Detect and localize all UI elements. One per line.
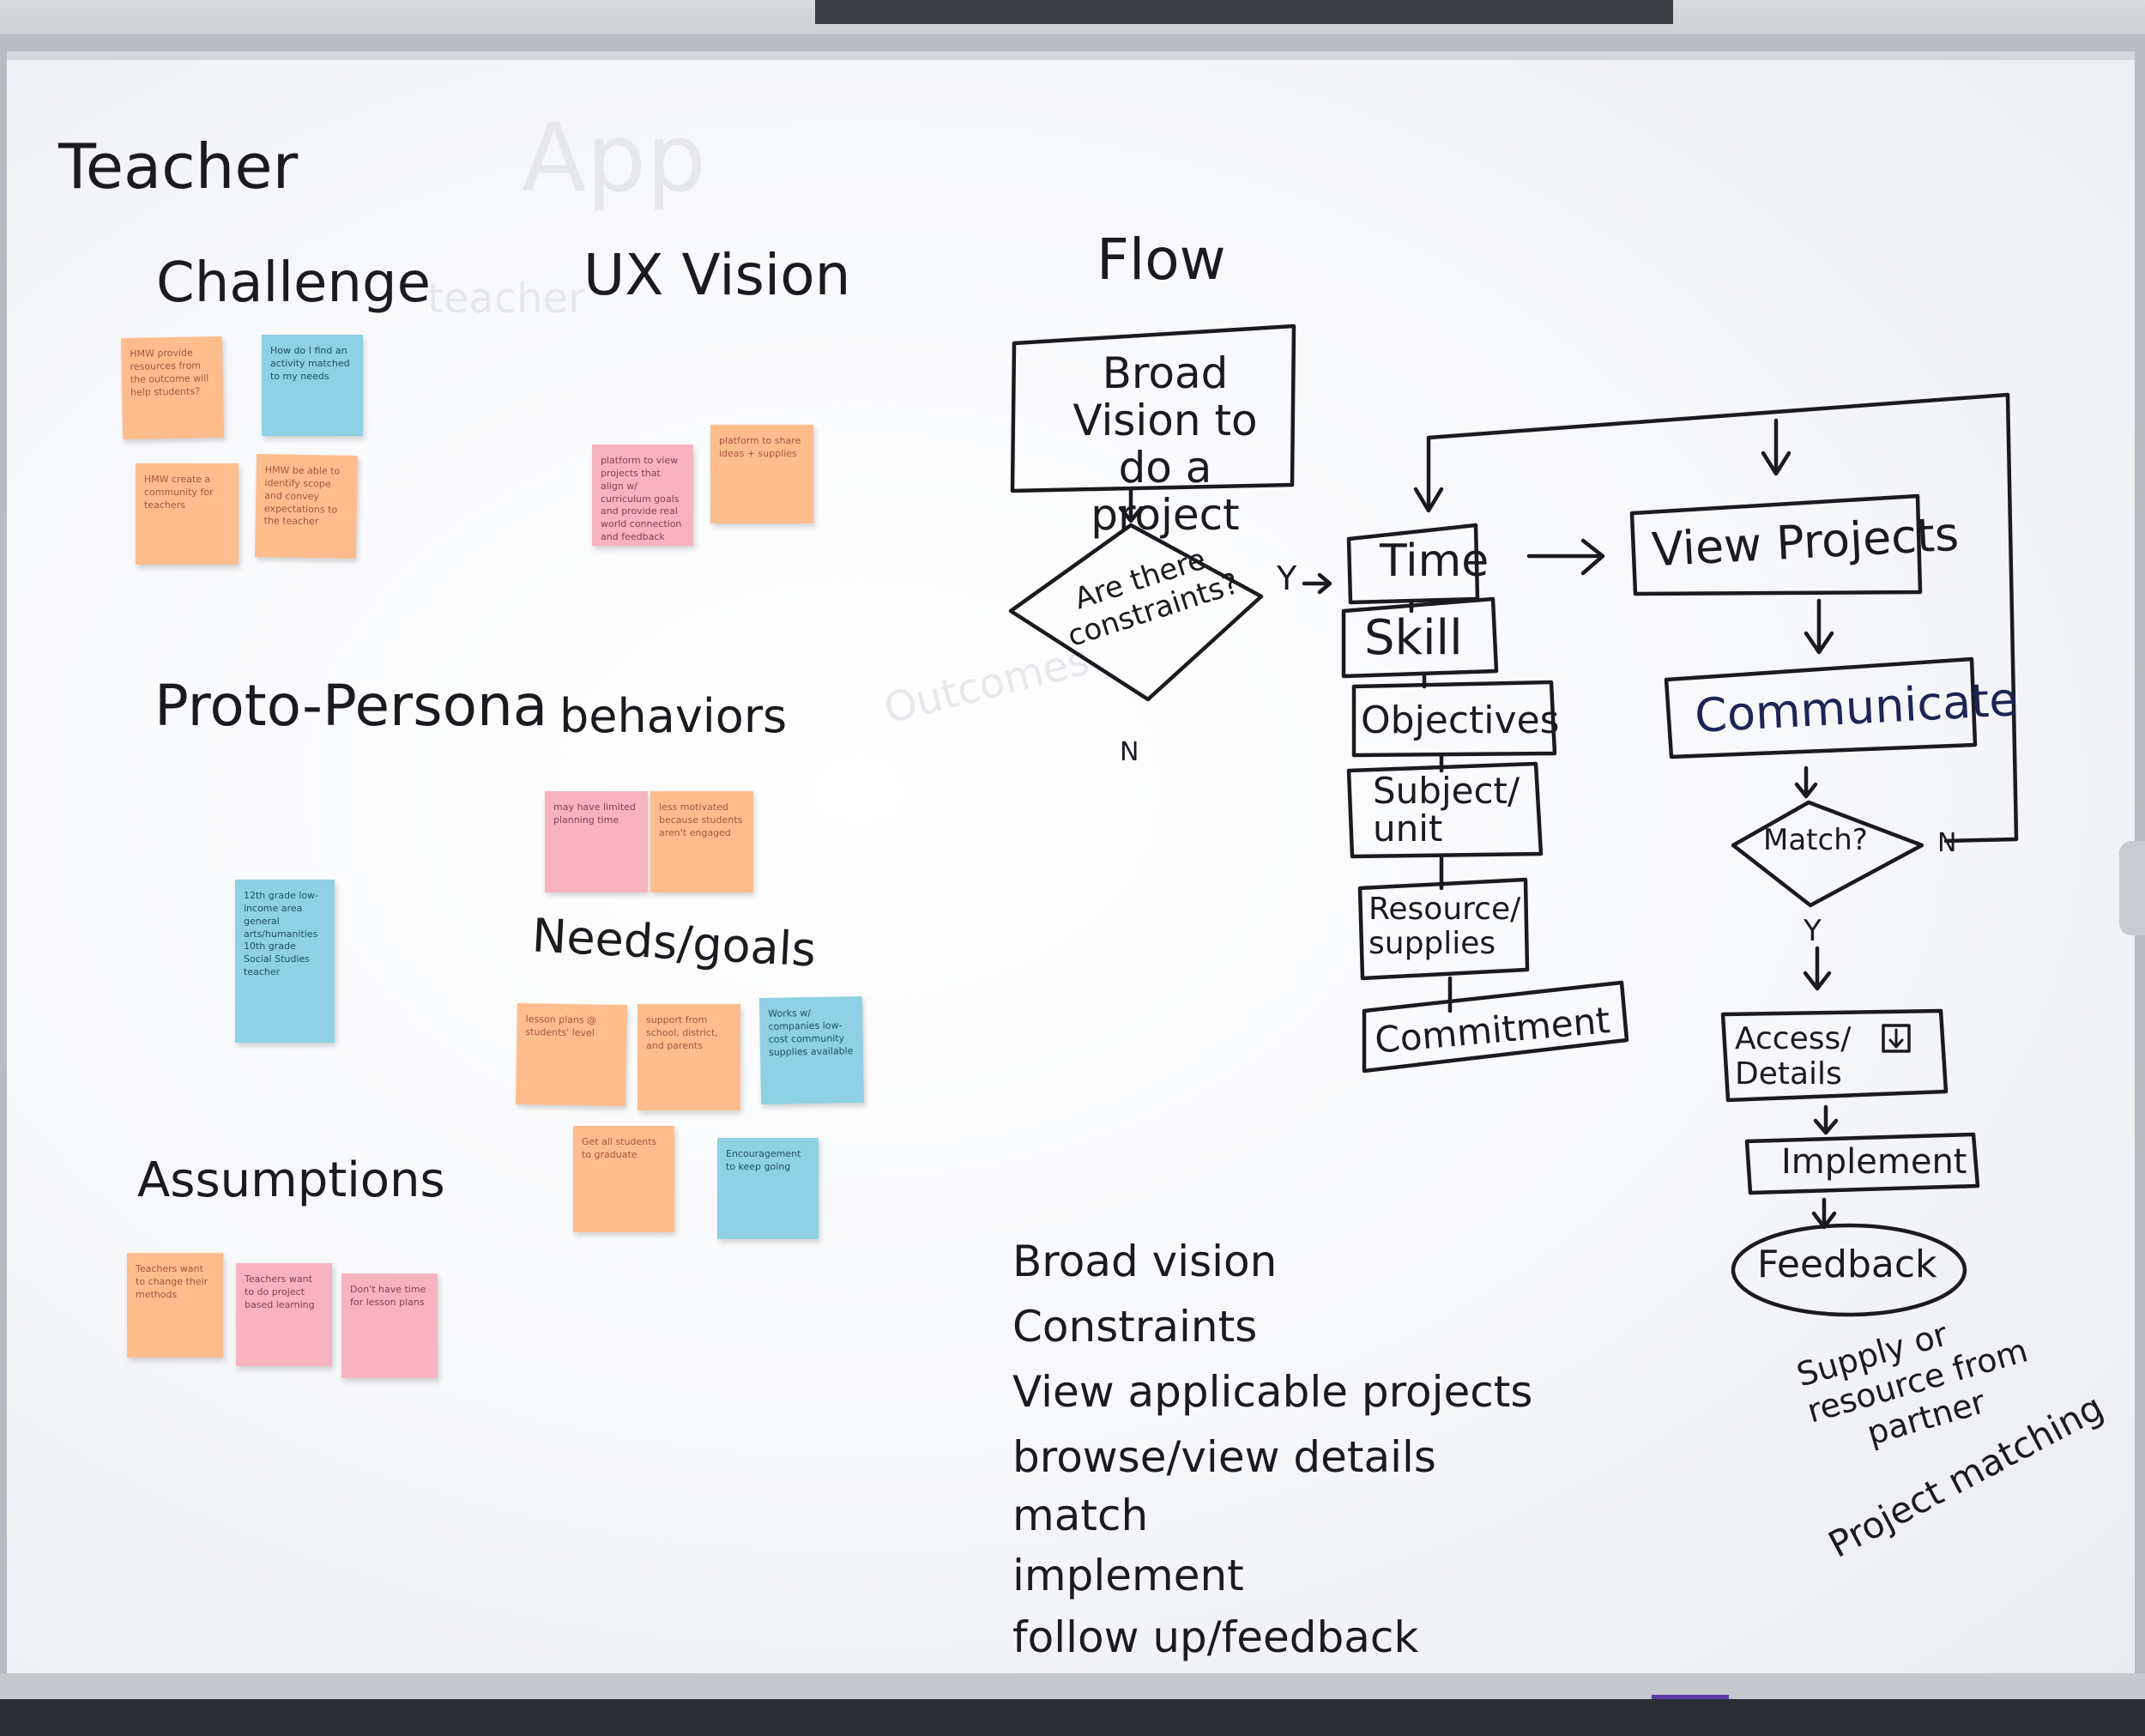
implement-label: Implement [1781,1142,1967,1182]
arrow [1811,1197,1837,1230]
constraint-subject: Subject/ unit [1373,770,1520,850]
commitment-box [1362,980,1629,1074]
constraint-resource: Resource/ supplies [1369,892,1521,961]
heading-flow: Flow [1097,227,1226,293]
sticky-note-challenge-3: HMW create a community for teachers [136,463,239,565]
board-title: Teacher [58,130,299,203]
heading-assumptions: Assumptions [137,1152,445,1208]
sticky-note-need-2: support from school, district, and paren… [637,1004,740,1110]
access-label: Access/ Details [1735,1021,1852,1092]
loop-line [1426,392,2019,844]
communicate-box [1664,656,1978,759]
arrow [1794,765,1818,799]
view-projects-box [1629,493,1923,596]
match-no-label: N [1937,828,1957,858]
step-list: Broad vision Constraints View applicable… [1012,1240,1532,1659]
heading-challenge: Challenge [156,251,431,315]
sticky-note-persona: 12th grade low-income area general arts/… [235,880,335,1043]
constraint-objectives: Objectives [1361,699,1560,742]
arrow [1118,488,1144,523]
start-box [1010,324,1296,493]
sticky-note-assumption-1: Teachers want to change their methods [127,1253,223,1358]
sticky-note-vision-1: platform to view projects that align w/ … [592,445,693,546]
ceiling-light [815,0,1673,24]
feedback-label: Feedback [1757,1243,1937,1286]
objectives-box [1351,680,1557,758]
step-item: View applicable projects [1012,1367,1533,1417]
constraint-time: Time [1380,535,1489,587]
arrow [1526,538,1605,576]
sticky-note-need-5: Encouragement to keep going [717,1138,819,1239]
whiteboard: App teacher Outcomes [7,51,2135,1682]
match-yes-label: Y [1804,914,1822,948]
heading-ux-vision: UX Vision [583,242,851,308]
start-box-label: Broad Vision to do a project [1072,348,1258,540]
decision-diamond [1008,523,1264,702]
arrow [1302,572,1332,595]
heading-behaviors: behaviors [559,689,788,743]
constraint-skill: Skill [1364,610,1463,666]
marker [1652,1695,1729,1700]
download-icon [1882,1024,1911,1053]
decision-no-label: N [1120,737,1139,767]
implement-box [1744,1132,1980,1195]
subject-box [1346,761,1544,859]
skill-box [1341,596,1499,679]
step-item: Constraints [1012,1302,1258,1352]
step-item: browse/view details [1012,1432,1436,1482]
access-box [1720,1008,1949,1103]
floor [0,1699,2145,1736]
ghost-mark: teacher [427,275,585,323]
step-item: Broad vision [1012,1237,1278,1286]
sticky-note-vision-2: platform to share ideas + supplies [710,425,813,523]
sticky-note-need-4: Get all students to graduate [573,1126,674,1232]
step-item: implement [1012,1551,1244,1600]
sticky-note-assumption-2: Teachers want to do project based learni… [236,1263,332,1366]
arrow [1413,487,1444,513]
sticky-note-behavior-1: may have limited planning time [545,791,648,892]
board-clip [2119,841,2145,935]
arrow [1761,418,1792,476]
arrow [1813,1104,1839,1135]
step-item: match [1012,1491,1149,1540]
match-label: Match? [1763,823,1868,857]
sticky-note-behavior-2: less motivated because students aren't e… [650,791,753,892]
arrow [1804,598,1834,655]
ghost-mark: App [522,103,706,213]
marker-tray [0,1673,2145,1699]
feedback-ellipse [1731,1223,1967,1317]
arrow [1803,946,1832,991]
heading-proto-persona: Proto-Persona [154,673,548,739]
decision-yes-label: Y [1277,560,1297,597]
sticky-note-assumption-3: Don't have time for lesson plans [341,1273,438,1378]
match-diamond [1731,800,1924,908]
step-item: follow up/feedback [1012,1612,1419,1662]
sticky-note-challenge-2: How do I find an activity matched to my … [262,335,363,436]
resource-box [1357,877,1530,981]
